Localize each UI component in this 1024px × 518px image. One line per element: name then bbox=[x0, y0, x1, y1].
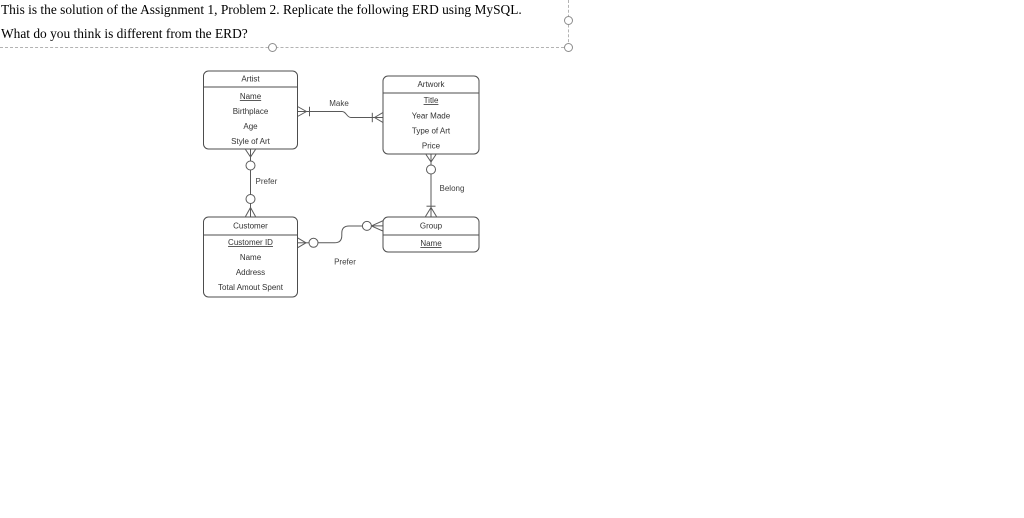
relationship-prefer-customer-group: Prefer bbox=[297, 220, 384, 267]
entity-artwork-box bbox=[382, 75, 480, 155]
document-text-line-1[interactable]: This is the solution of the Assignment 1… bbox=[1, 2, 522, 17]
crowfoot-many-icon bbox=[425, 154, 437, 163]
optional-circle-icon bbox=[426, 164, 436, 175]
crowfoot-many-icon bbox=[374, 112, 384, 123]
attr-customer-name: Name bbox=[240, 253, 262, 262]
crowfoot-many-icon bbox=[425, 207, 437, 217]
relationship-belong-label: Belong bbox=[440, 184, 465, 193]
relationship-prefer2-label: Prefer bbox=[334, 258, 356, 267]
entity-artist: Artist Name Birthplace Age Style of Art bbox=[203, 70, 298, 150]
document-text-line-2[interactable]: What do you think is different from the … bbox=[1, 26, 248, 41]
crowfoot-many-icon bbox=[297, 106, 307, 117]
attr-artwork-type-of-art: Type of Art bbox=[412, 127, 451, 136]
attr-artist-style-of-art: Style of Art bbox=[231, 137, 270, 146]
optional-circle-icon bbox=[361, 220, 372, 231]
entity-artwork: Artwork Title Year Made Type of Art Pric… bbox=[382, 75, 480, 155]
crowfoot-many-icon bbox=[297, 237, 307, 249]
entity-artwork-title: Artwork bbox=[417, 80, 445, 89]
relationship-belong: Belong bbox=[425, 154, 465, 217]
attr-customer-total-amout-spent: Total Amout Spent bbox=[218, 283, 284, 292]
relationship-prefer-artist-customer: Prefer bbox=[245, 149, 278, 217]
selection-border-bottom bbox=[0, 47, 569, 48]
attr-artist-birthplace: Birthplace bbox=[233, 107, 269, 116]
optional-circle-icon bbox=[245, 194, 256, 204]
entity-group-title: Group bbox=[420, 222, 443, 231]
entity-customer: Customer Customer ID Name Address Total … bbox=[203, 216, 298, 298]
optional-circle-icon bbox=[308, 237, 319, 248]
attr-artwork-price: Price bbox=[422, 142, 441, 151]
entity-customer-title: Customer bbox=[233, 222, 268, 231]
crowfoot-many-icon bbox=[245, 207, 256, 217]
crowfoot-many-icon bbox=[245, 149, 256, 158]
attr-artwork-title: Title bbox=[424, 96, 439, 105]
relationship-make: Make bbox=[297, 99, 384, 123]
relationship-prefer2-line bbox=[318, 225, 363, 244]
attr-customer-address: Address bbox=[236, 268, 265, 277]
crowfoot-many-icon bbox=[371, 220, 384, 232]
attr-group-name: Name bbox=[420, 239, 442, 248]
selection-handle-bottom-right[interactable] bbox=[563, 42, 573, 52]
attr-artist-age: Age bbox=[243, 122, 258, 131]
entity-customer-box bbox=[203, 216, 298, 298]
selection-handle-bottom[interactable] bbox=[267, 42, 277, 52]
relationship-make-line bbox=[297, 111, 383, 118]
relationship-prefer-label: Prefer bbox=[256, 177, 278, 186]
entity-artist-box bbox=[203, 70, 298, 150]
selection-handle-right[interactable] bbox=[563, 15, 573, 25]
attr-artist-name: Name bbox=[240, 92, 262, 101]
relationship-make-label: Make bbox=[329, 99, 349, 108]
attr-artwork-year-made: Year Made bbox=[412, 112, 451, 121]
attr-customer-id: Customer ID bbox=[228, 238, 273, 247]
optional-circle-icon bbox=[245, 160, 256, 171]
entity-group: Group Name bbox=[382, 216, 480, 253]
entity-artist-title: Artist bbox=[241, 75, 260, 84]
